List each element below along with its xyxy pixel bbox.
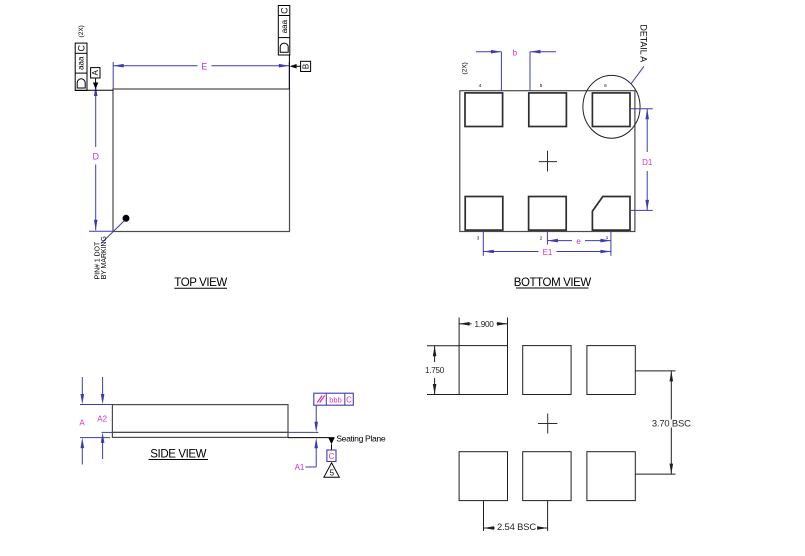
svg-text:A2: A2	[97, 415, 107, 424]
svg-text:bbb: bbb	[329, 396, 342, 405]
svg-text:A1: A1	[295, 463, 305, 472]
svg-text:3.70 BSC: 3.70 BSC	[652, 418, 691, 429]
svg-text:(2X): (2X)	[461, 62, 468, 74]
svg-text:1.750: 1.750	[425, 366, 445, 375]
svg-text:DETAIL A: DETAIL A	[639, 25, 649, 63]
svg-text:C: C	[346, 396, 352, 405]
svg-text:D1: D1	[642, 158, 653, 167]
svg-text:BY MARKING: BY MARKING	[101, 236, 108, 279]
svg-text:PIN# 1 DOT: PIN# 1 DOT	[94, 241, 101, 279]
svg-text:C: C	[76, 45, 86, 52]
svg-text:aaa: aaa	[77, 56, 86, 70]
svg-text:Seating Plane: Seating Plane	[336, 434, 386, 444]
svg-text:BOTTOM VIEW: BOTTOM VIEW	[514, 277, 592, 289]
svg-text:(2X): (2X)	[78, 25, 85, 37]
svg-text:C: C	[329, 452, 335, 461]
svg-text:TOP VIEW: TOP VIEW	[174, 277, 227, 289]
svg-text:4: 4	[479, 83, 482, 88]
svg-text:1.900: 1.900	[475, 320, 495, 329]
svg-text:5: 5	[330, 469, 335, 478]
svg-text:3: 3	[477, 236, 480, 241]
svg-text:2: 2	[540, 236, 543, 241]
svg-text:E1: E1	[543, 248, 553, 257]
svg-text:C: C	[279, 7, 289, 14]
svg-text:A: A	[91, 69, 100, 75]
svg-text:D: D	[92, 152, 99, 162]
svg-text:2.54 BSC: 2.54 BSC	[497, 521, 536, 532]
svg-text:A: A	[79, 418, 85, 427]
svg-text:E: E	[201, 61, 207, 71]
svg-text:aaa: aaa	[280, 19, 289, 33]
svg-text:B: B	[302, 64, 311, 69]
svg-text:5: 5	[540, 83, 543, 88]
svg-text:b: b	[513, 48, 518, 57]
svg-text:6: 6	[604, 83, 607, 88]
svg-text:SIDE VIEW: SIDE VIEW	[150, 449, 206, 461]
svg-text:1: 1	[606, 235, 609, 240]
svg-text:e: e	[576, 237, 581, 246]
